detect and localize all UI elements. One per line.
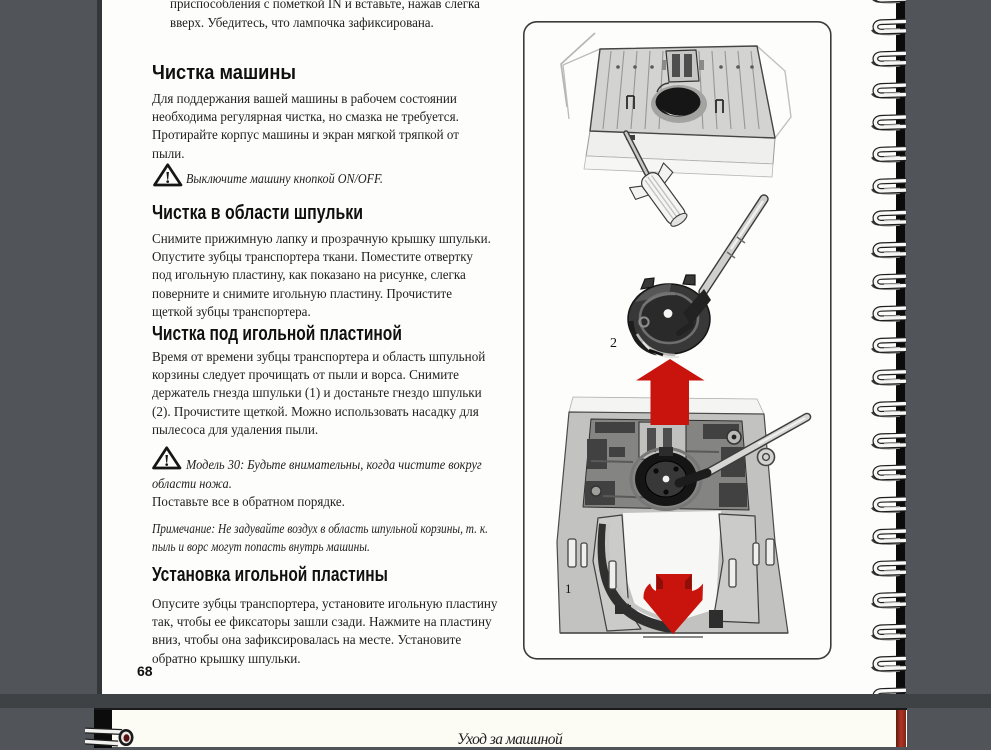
svg-text:!: ! [165,168,171,187]
svg-text:1: 1 [565,581,572,596]
svg-text:2: 2 [610,336,617,351]
svg-text:!: ! [164,451,170,470]
